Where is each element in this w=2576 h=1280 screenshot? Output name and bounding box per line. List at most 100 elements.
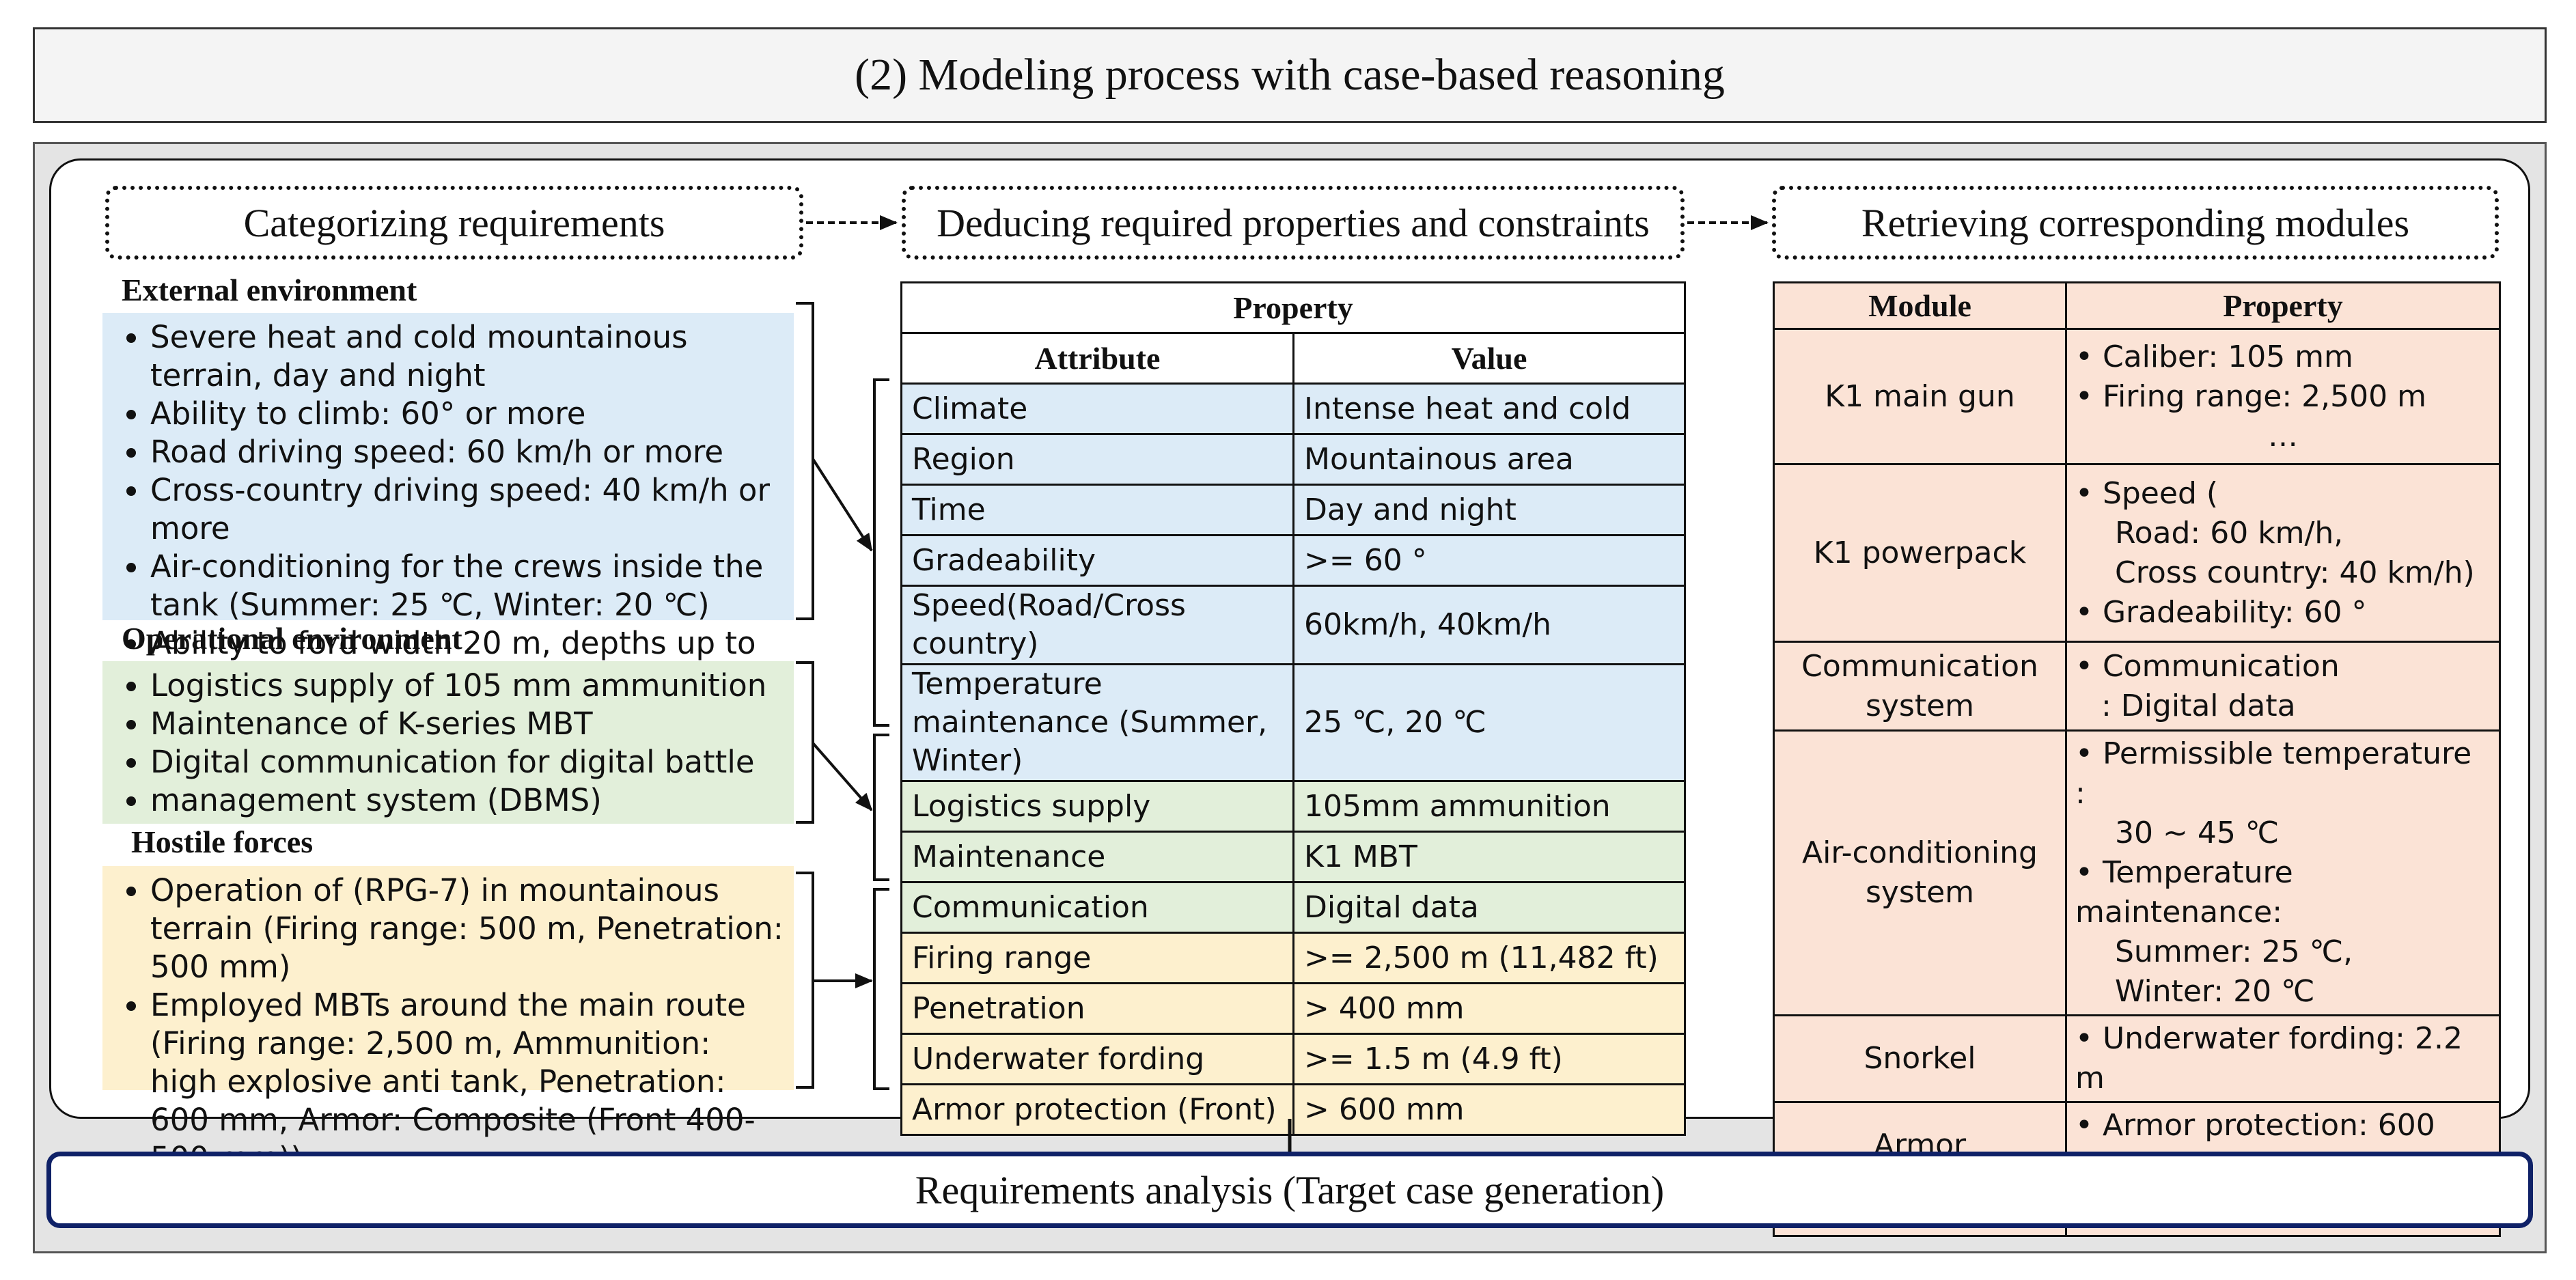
list-item: Road driving speed: 60 km/h or more xyxy=(150,433,784,471)
value-cell: > 600 mm xyxy=(1292,1083,1687,1136)
module-property-cell: • Communication : Digital data xyxy=(2065,641,2501,732)
attribute-cell: Communication xyxy=(900,881,1294,934)
list-item: Cross-country driving speed: 40 km/h or … xyxy=(150,471,784,548)
property-line: Summer: 25 ℃, xyxy=(2115,934,2353,969)
property-line: • Temperature maintenance: xyxy=(2075,855,2293,930)
list-item: Air-conditioning for the crews inside th… xyxy=(150,548,784,624)
module-name-cell: Air-conditioning system xyxy=(1773,729,2067,1016)
property-line: Road: 60 km/h, xyxy=(2115,515,2344,551)
attribute-cell: Armor protection (Front) xyxy=(900,1083,1294,1136)
table-row: K1 main gun• Caliber: 105 mm • Firing ran… xyxy=(1773,328,2501,465)
value-column-header: Value xyxy=(1292,332,1687,385)
value-cell: Digital data xyxy=(1292,881,1687,934)
heading-operational-environment: Operational environment xyxy=(122,621,462,656)
property-line: • Caliber: 105 mm xyxy=(2075,339,2353,374)
property-line: • Permissible temperature : xyxy=(2075,736,2472,811)
module-property-cell: • Permissible temperature : 30 ~ 45 ℃ • Te… xyxy=(2065,729,2501,1016)
attribute-column-header: Attribute xyxy=(900,332,1294,385)
value-cell: Mountainous area xyxy=(1292,433,1687,486)
value-cell: K1 MBT xyxy=(1292,831,1687,883)
table-row: Firing range>= 2,500 m (11,482 ft) xyxy=(900,932,1687,984)
list-item: Operation of (RPG-7) in mountainous terr… xyxy=(150,872,784,986)
module-property-cell: • Caliber: 105 mm • Firing range: 2,500 m… xyxy=(2065,328,2501,465)
table-row: Temperature maintenance (Summer, Winter)… xyxy=(900,663,1687,782)
page-title: (2) Modeling process with case-based rea… xyxy=(33,27,2547,123)
step-deducing-properties: Deducing required properties and constra… xyxy=(902,186,1685,260)
table-row: Underwater fording>= 1.5 m (4.9 ft) xyxy=(900,1033,1687,1085)
step-retrieving-modules: Retrieving corresponding modules xyxy=(1772,186,2499,260)
value-cell: >= 60 ° xyxy=(1292,534,1687,587)
value-cell: >= 2,500 m (11,482 ft) xyxy=(1292,932,1687,984)
module-property-column-header: Property xyxy=(2065,281,2501,330)
property-line: • Speed ( xyxy=(2075,475,2219,511)
attribute-cell: Logistics supply xyxy=(900,780,1294,833)
property-line: • Gradeability: 60 ° xyxy=(2075,594,2367,630)
property-line: Cross country: 40 km/h) xyxy=(2115,555,2475,590)
module-name-cell: K1 powerpack xyxy=(1773,463,2067,643)
list-item: Severe heat and cold mountainous terrain… xyxy=(150,318,784,395)
module-property-cell: • Underwater fording: 2.2 m xyxy=(2065,1014,2501,1103)
value-cell: > 400 mm xyxy=(1292,982,1687,1035)
heading-external-environment: External environment xyxy=(122,273,417,307)
list-item: Maintenance of K-series MBT xyxy=(150,705,784,743)
attribute-cell: Underwater fording xyxy=(900,1033,1294,1085)
heading-hostile-forces: Hostile forces xyxy=(131,824,314,859)
module-column-header: Module xyxy=(1773,281,2067,330)
bracket-operational-right xyxy=(873,734,889,881)
bracket-external-right xyxy=(873,378,889,727)
attribute-cell: Maintenance xyxy=(900,831,1294,883)
property-line: 30 ~ 45 ℃ xyxy=(2115,816,2280,850)
attribute-cell: Firing range xyxy=(900,932,1294,984)
attribute-cell: Speed(Road/Cross country) xyxy=(900,585,1294,665)
value-cell: Day and night xyxy=(1292,484,1687,536)
table-row: Penetration> 400 mm xyxy=(900,982,1687,1035)
table-row: Speed(Road/Cross country)60km/h, 40km/h xyxy=(900,585,1687,665)
attribute-cell: Region xyxy=(900,433,1294,486)
attribute-cell: Time xyxy=(900,484,1294,536)
requirements-analysis-box: Requirements analysis (Target case gener… xyxy=(46,1152,2533,1228)
property-line: : Digital data xyxy=(2101,688,2296,723)
table-row: Armor protection (Front)> 600 mm xyxy=(900,1083,1687,1136)
table-row: Air-conditioning system• Permissible tem… xyxy=(1773,729,2501,1016)
property-table-header: Property xyxy=(900,281,1687,334)
bracket-hostile-left xyxy=(796,872,814,1089)
value-cell: 60km/h, 40km/h xyxy=(1292,585,1687,665)
property-line: • Communication xyxy=(2075,648,2340,684)
operational-requirements-list: Logistics supply of 105 mm ammunition Ma… xyxy=(102,661,794,824)
attribute-cell: Gradeability xyxy=(900,534,1294,587)
property-line: … xyxy=(2268,418,2298,454)
arrow-external-to-table xyxy=(812,458,873,552)
attribute-cell: Temperature maintenance (Summer, Winter) xyxy=(900,663,1294,782)
property-line: • Underwater fording: 2.2 m xyxy=(2075,1021,2463,1096)
module-name-cell: K1 main gun xyxy=(1773,328,2067,465)
module-name-cell: Snorkel xyxy=(1773,1014,2067,1103)
list-item: Logistics supply of 105 mm ammunition xyxy=(150,667,784,705)
bracket-operational-left xyxy=(796,661,814,824)
arrow-operational-to-table xyxy=(812,742,873,811)
bracket-hostile-right xyxy=(873,888,889,1090)
property-line: • Firing range: 2,500 m xyxy=(2075,378,2426,414)
external-requirements-list: Severe heat and cold mountainous terrain… xyxy=(102,313,794,699)
module-table: Module Property K1 main gun• Caliber: 10… xyxy=(1773,281,2501,1237)
list-item: management system (DBMS) xyxy=(150,781,784,820)
value-cell: 105mm ammunition xyxy=(1292,780,1687,833)
value-cell: Intense heat and cold xyxy=(1292,382,1687,435)
bracket-external-left xyxy=(796,302,814,620)
table-row: K1 powerpack• Speed ( Road: 60 km/h, Cross… xyxy=(1773,463,2501,643)
table-row: Communication system• Communication: Dig… xyxy=(1773,641,2501,732)
list-item: Digital communication for digital battle xyxy=(150,743,784,781)
step-categorizing-requirements: Categorizing requirements xyxy=(105,186,803,260)
value-cell: >= 1.5 m (4.9 ft) xyxy=(1292,1033,1687,1085)
attribute-cell: Climate xyxy=(900,382,1294,435)
attribute-cell: Penetration xyxy=(900,982,1294,1035)
table-row: Snorkel• Underwater fording: 2.2 m xyxy=(1773,1014,2501,1103)
module-property-cell: • Speed ( Road: 60 km/h, Cross country: 40… xyxy=(2065,463,2501,643)
list-item: Ability to climb: 60° or more xyxy=(150,395,784,433)
